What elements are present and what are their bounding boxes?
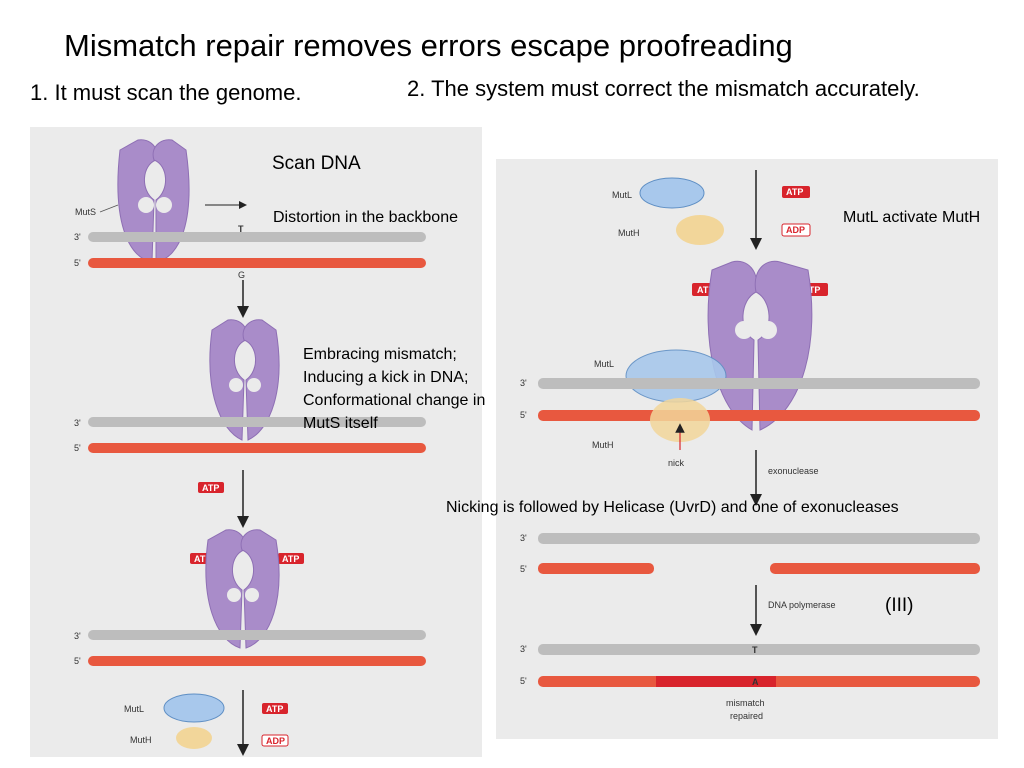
muts-protein-step2 bbox=[209, 319, 280, 441]
adp-label-right: ADP bbox=[786, 225, 805, 235]
three-prime-label-r2: 3' bbox=[520, 533, 527, 543]
note-distortion: Distortion in the backbone bbox=[273, 209, 458, 226]
five-prime-label-r3: 5' bbox=[520, 676, 527, 686]
exonuclease-label: exonuclease bbox=[768, 466, 819, 476]
mutl-label-top: MutL bbox=[612, 190, 632, 200]
note-pol-iii: (III) bbox=[885, 595, 914, 616]
muts-protein-step1 bbox=[117, 139, 190, 263]
note-embracing: Embracing mismatch; Inducing a kick in D… bbox=[303, 343, 485, 435]
five-prime-label-2: 5' bbox=[74, 443, 81, 453]
mismatch-repaired-line2: repaired bbox=[730, 711, 763, 721]
atp-badge-5 bbox=[782, 186, 810, 198]
top-strand-1 bbox=[88, 232, 426, 242]
mutl-protein-bound bbox=[625, 349, 727, 403]
note-embracing-line2: Inducing a kick in DNA; bbox=[303, 369, 469, 386]
muth-label-bound: MutH bbox=[592, 440, 614, 450]
base-g-1: G bbox=[238, 270, 245, 280]
adp-label-left: ADP bbox=[266, 736, 285, 746]
top-strand-2 bbox=[88, 417, 426, 427]
muts-label: MutS bbox=[75, 207, 96, 217]
three-prime-label-1: 3' bbox=[74, 232, 81, 242]
note-embracing-line3: Conformational change in bbox=[303, 392, 486, 409]
muth-protein-left bbox=[176, 727, 212, 749]
atp-label-4: ATP bbox=[266, 704, 283, 714]
top-strand-r2 bbox=[538, 533, 980, 544]
top-strand-r3 bbox=[538, 644, 980, 655]
atp-label-2: ATP bbox=[194, 554, 211, 564]
atp-label-7: ATP bbox=[803, 285, 820, 295]
dna-polymerase-label: DNA polymerase bbox=[768, 600, 836, 610]
note-embracing-line1: Embracing mismatch; bbox=[303, 346, 457, 363]
bottom-strand-3 bbox=[88, 656, 426, 666]
point-scan-genome: 1. It must scan the genome. bbox=[30, 80, 302, 105]
bottom-strand-r1 bbox=[538, 410, 980, 421]
five-prime-label-r1: 5' bbox=[520, 410, 527, 420]
bottom-strand-r2-right bbox=[770, 563, 980, 574]
muth-label-left: MutH bbox=[130, 735, 152, 745]
bottom-strand-r2-left bbox=[538, 563, 654, 574]
base-t-1: T bbox=[238, 224, 244, 234]
point-correct-mismatch: 2. The system must correct the mismatch … bbox=[407, 76, 920, 101]
slide-title: Mismatch repair removes errors escape pr… bbox=[64, 28, 793, 63]
five-prime-label-3: 5' bbox=[74, 656, 81, 666]
atp-label-3: ATP bbox=[282, 554, 299, 564]
bottom-strand-1 bbox=[88, 258, 426, 268]
three-prime-label-2: 3' bbox=[74, 418, 81, 428]
three-prime-label-3: 3' bbox=[74, 631, 81, 641]
atp-label-6: ATP bbox=[697, 285, 714, 295]
note-embracing-line4: MutS itself bbox=[303, 415, 378, 432]
note-nicking: Nicking is followed by Helicase (UvrD) a… bbox=[446, 499, 899, 516]
nick-label: nick bbox=[668, 458, 685, 468]
atp-badge-4 bbox=[262, 703, 288, 714]
atp-badge-1 bbox=[198, 482, 224, 493]
adp-badge-left bbox=[261, 734, 289, 747]
atp-label-5: ATP bbox=[786, 187, 803, 197]
note-mutl-activate: MutL activate MutH bbox=[843, 209, 981, 226]
muth-protein-top bbox=[676, 215, 724, 245]
repaired-segment bbox=[656, 676, 776, 687]
bottom-strand-2 bbox=[88, 443, 426, 453]
atp-label-1: ATP bbox=[202, 483, 219, 493]
five-prime-label-1: 5' bbox=[74, 258, 81, 268]
mutl-protein-top bbox=[639, 177, 705, 209]
top-strand-3 bbox=[88, 630, 426, 640]
adp-badge-right bbox=[781, 223, 811, 237]
muth-protein-bound bbox=[650, 398, 710, 442]
mutl-label-left: MutL bbox=[124, 704, 144, 714]
five-prime-label-r2: 5' bbox=[520, 564, 527, 574]
muts-protein-step3 bbox=[205, 529, 280, 649]
mutl-protein-left bbox=[163, 693, 225, 723]
mutl-label-bound: MutL bbox=[594, 359, 614, 369]
muth-label-top: MutH bbox=[618, 228, 640, 238]
atp-badge-3 bbox=[278, 553, 304, 564]
base-t-repaired: T bbox=[752, 645, 758, 655]
mismatch-repaired-line1: mismatch bbox=[726, 698, 765, 708]
three-prime-label-r3: 3' bbox=[520, 644, 527, 654]
note-scan-dna: Scan DNA bbox=[272, 153, 361, 174]
base-a-repaired: A bbox=[752, 677, 759, 687]
right-figure-panel bbox=[496, 159, 998, 739]
muts-protein-right bbox=[707, 260, 813, 431]
top-strand-r1 bbox=[538, 378, 980, 389]
three-prime-label-r1: 3' bbox=[520, 378, 527, 388]
